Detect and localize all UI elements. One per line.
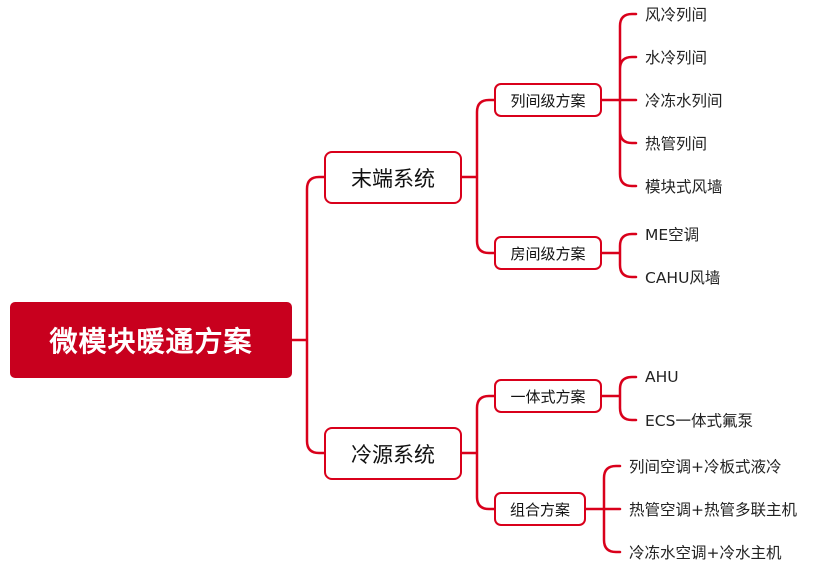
leaf-heat-pipe-inrow: 热管列间 <box>645 135 708 153</box>
edge-roomlevel-to-items <box>600 232 638 279</box>
edge-combined-to-items <box>584 464 622 554</box>
leaf-ecs-pump: ECS一体式氟泵 <box>645 412 753 430</box>
group-node-room-level: 房间级方案 <box>494 236 602 270</box>
leaf-inrow-coldplate: 列间空调+冷板式液冷 <box>629 458 782 476</box>
branch-label: 末端系统 <box>351 166 435 191</box>
group-node-combined: 组合方案 <box>494 492 586 526</box>
leaf-heatpipe-multi-host: 热管空调+热管多联主机 <box>629 501 797 519</box>
leaf-cahu-fan-wall: CAHU风墙 <box>645 269 721 287</box>
leaf-chilled-water-inrow: 冷冻水列间 <box>645 92 723 110</box>
leaf-ahu: AHU <box>645 368 679 386</box>
group-label: 列间级方案 <box>510 91 586 110</box>
leaf-modular-fan-wall: 模块式风墙 <box>645 178 723 196</box>
leaf-me-ac: ME空调 <box>645 226 700 244</box>
leaf-air-cooled-inrow: 风冷列间 <box>645 6 708 24</box>
branch-label: 冷源系统 <box>351 442 435 467</box>
group-node-integrated: 一体式方案 <box>494 379 602 413</box>
leaf-chilled-water-chiller: 冷冻水空调+冷水主机 <box>629 544 782 562</box>
edge-root-to-branches <box>290 175 326 455</box>
edge-terminal-to-groups <box>460 98 496 255</box>
root-node: 微模块暖通方案 <box>10 302 292 378</box>
group-label: 一体式方案 <box>510 387 586 406</box>
leaf-water-cooled-inrow: 水冷列间 <box>645 49 708 67</box>
root-label: 微模块暖通方案 <box>49 325 253 358</box>
group-label: 组合方案 <box>509 500 570 519</box>
group-label: 房间级方案 <box>510 244 586 263</box>
edge-source-to-groups <box>460 394 496 511</box>
branch-node-cooling-source: 冷源系统 <box>324 427 462 480</box>
branch-node-terminal-system: 末端系统 <box>324 151 462 204</box>
edge-rowlevel-to-items <box>600 12 638 188</box>
edge-integrated-to-items <box>600 375 638 422</box>
group-node-row-level: 列间级方案 <box>494 83 602 117</box>
